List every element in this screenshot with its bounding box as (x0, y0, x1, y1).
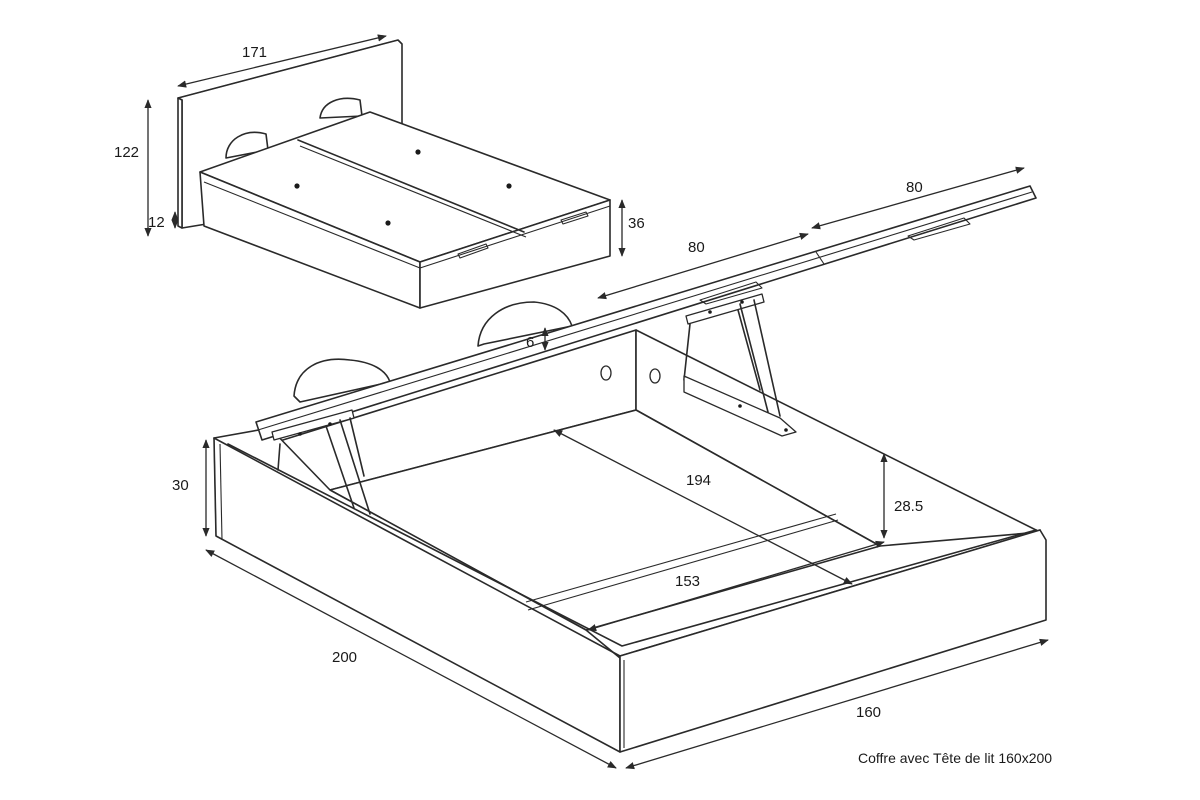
lid-lower-half-label: 80 (688, 239, 705, 256)
inner-width-label: 153 (675, 573, 700, 590)
diagram-caption: Coffre avec Tête de lit 160x200 (858, 750, 1053, 766)
small-dimensions (144, 34, 626, 257)
inner-length-label: 194 (686, 472, 711, 489)
large-pillows (293, 301, 573, 403)
box-height-label: 30 (172, 477, 189, 494)
headboard-leg-label: 12 (148, 214, 165, 231)
lid-upper-half-label: 80 (906, 179, 923, 196)
closed-bed-view (144, 34, 626, 309)
outer-length-label: 200 (332, 649, 357, 666)
small-base (199, 111, 611, 309)
inner-depth-label: 28.5 (894, 498, 923, 515)
outer-width-label: 160 (856, 704, 881, 721)
lift-gap-label: 6 (526, 334, 534, 351)
headboard-width-label: 171 (242, 44, 267, 61)
large-dimensions (202, 166, 1049, 770)
open-bed-view (202, 166, 1049, 770)
lift-mechanism-left (271, 409, 371, 515)
closed-height-label: 36 (628, 215, 645, 232)
headboard-height-label: 122 (114, 144, 139, 161)
